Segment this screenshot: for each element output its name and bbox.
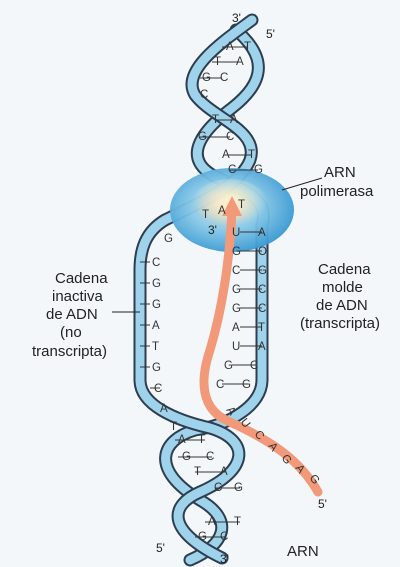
base-bottom-left: G <box>182 451 191 463</box>
template-rna-base: G <box>232 284 241 296</box>
base-top-left: A <box>226 41 234 53</box>
template-label-line1: Cadena <box>318 261 371 278</box>
template-label-line3: de ADN <box>316 297 368 314</box>
template-rna-base: G <box>224 360 233 372</box>
base-bottom-left: A <box>208 516 216 528</box>
template-label-line4: (transcripta) <box>300 315 380 332</box>
base-bottom-left: T <box>194 466 201 478</box>
inactive-label-line2: inactiva <box>52 288 104 305</box>
rna-5prime-label: 5' <box>318 497 327 511</box>
inactive-label-line4: (no <box>60 324 82 341</box>
top-3prime-label: 3' <box>232 11 241 25</box>
template-dna-base: T <box>258 322 265 334</box>
base-bottom-right: G <box>234 482 243 494</box>
base-top-right: C <box>226 131 234 143</box>
polymerase-3prime-label: 3' <box>208 223 217 237</box>
base-top-left: A <box>222 149 230 161</box>
base-top-right: T <box>248 149 255 161</box>
base-bottom-right: T <box>234 516 241 528</box>
base-top-left: C <box>228 164 236 176</box>
bottom-3prime-label: 3' <box>220 552 229 566</box>
template-rna-base: U <box>232 341 240 353</box>
base-bottom-right: C <box>220 531 228 543</box>
template-rna-base: C <box>216 379 224 391</box>
bottom-5prime-label: 5' <box>156 541 165 555</box>
base-top-left: T <box>212 114 219 126</box>
base-top-right: C <box>220 72 228 84</box>
template-dna-base: A <box>258 227 266 239</box>
inactive-label-line5: transcripta) <box>32 343 107 360</box>
polimerasa-label-line1: ARN <box>324 164 356 181</box>
base-bottom-right: A <box>220 466 228 478</box>
base-bottom-left: G <box>198 531 207 543</box>
inactive-base: C <box>152 257 160 269</box>
template-dna-base: C <box>258 303 266 315</box>
inactive-label-line3: de ADN <box>46 306 98 323</box>
base-bottom-left: C <box>214 482 222 494</box>
base-top-right: A <box>230 114 238 126</box>
base-top-left: C <box>200 89 208 101</box>
base-top-right: A <box>236 56 244 68</box>
inactive-base: T <box>152 341 159 353</box>
base-bottom-right: T <box>198 434 205 446</box>
template-rna-base: G <box>232 246 241 258</box>
base-top-left: G <box>198 131 207 143</box>
inactive-base: T <box>170 421 177 433</box>
template-rna-base: A <box>232 322 240 334</box>
inactive-base: G <box>152 299 161 311</box>
inactive-label-line1: Cadena <box>55 270 108 287</box>
top-5prime-label: 5' <box>266 27 275 41</box>
inactive-base: G <box>152 278 161 290</box>
inactive-base: A <box>160 403 168 415</box>
inactive-base: C <box>154 383 162 395</box>
arn-label: ARN <box>287 543 319 560</box>
template-label-line2: molde <box>322 279 363 296</box>
inactive-base: G <box>152 362 161 374</box>
template-rna-base: G <box>232 303 241 315</box>
template-dna-base: C <box>250 360 258 372</box>
polymerase-base: T <box>238 199 245 211</box>
template-dna-base: O <box>258 246 267 258</box>
base-bottom-left: A <box>178 434 186 446</box>
template-dna-base: G <box>258 265 267 277</box>
polymerase-base: T <box>202 209 209 221</box>
inactive-base: A <box>152 320 160 332</box>
polimerasa-label-line2: polimerasa <box>300 183 374 200</box>
template-dna-base: C <box>258 284 266 296</box>
template-rna-base: U <box>232 227 240 239</box>
template-dna-base: G <box>242 379 251 391</box>
template-rna-base: C <box>232 265 240 277</box>
polymerase-base: A <box>218 205 226 217</box>
base-top-right: T <box>244 41 251 53</box>
base-bottom-right: C <box>206 451 214 463</box>
base-top-left: T <box>214 56 221 68</box>
base-top-left: G <box>202 72 211 84</box>
base-top-right: G <box>254 164 263 176</box>
inactive-base: G <box>164 233 173 245</box>
template-dna-base: A <box>258 341 266 353</box>
